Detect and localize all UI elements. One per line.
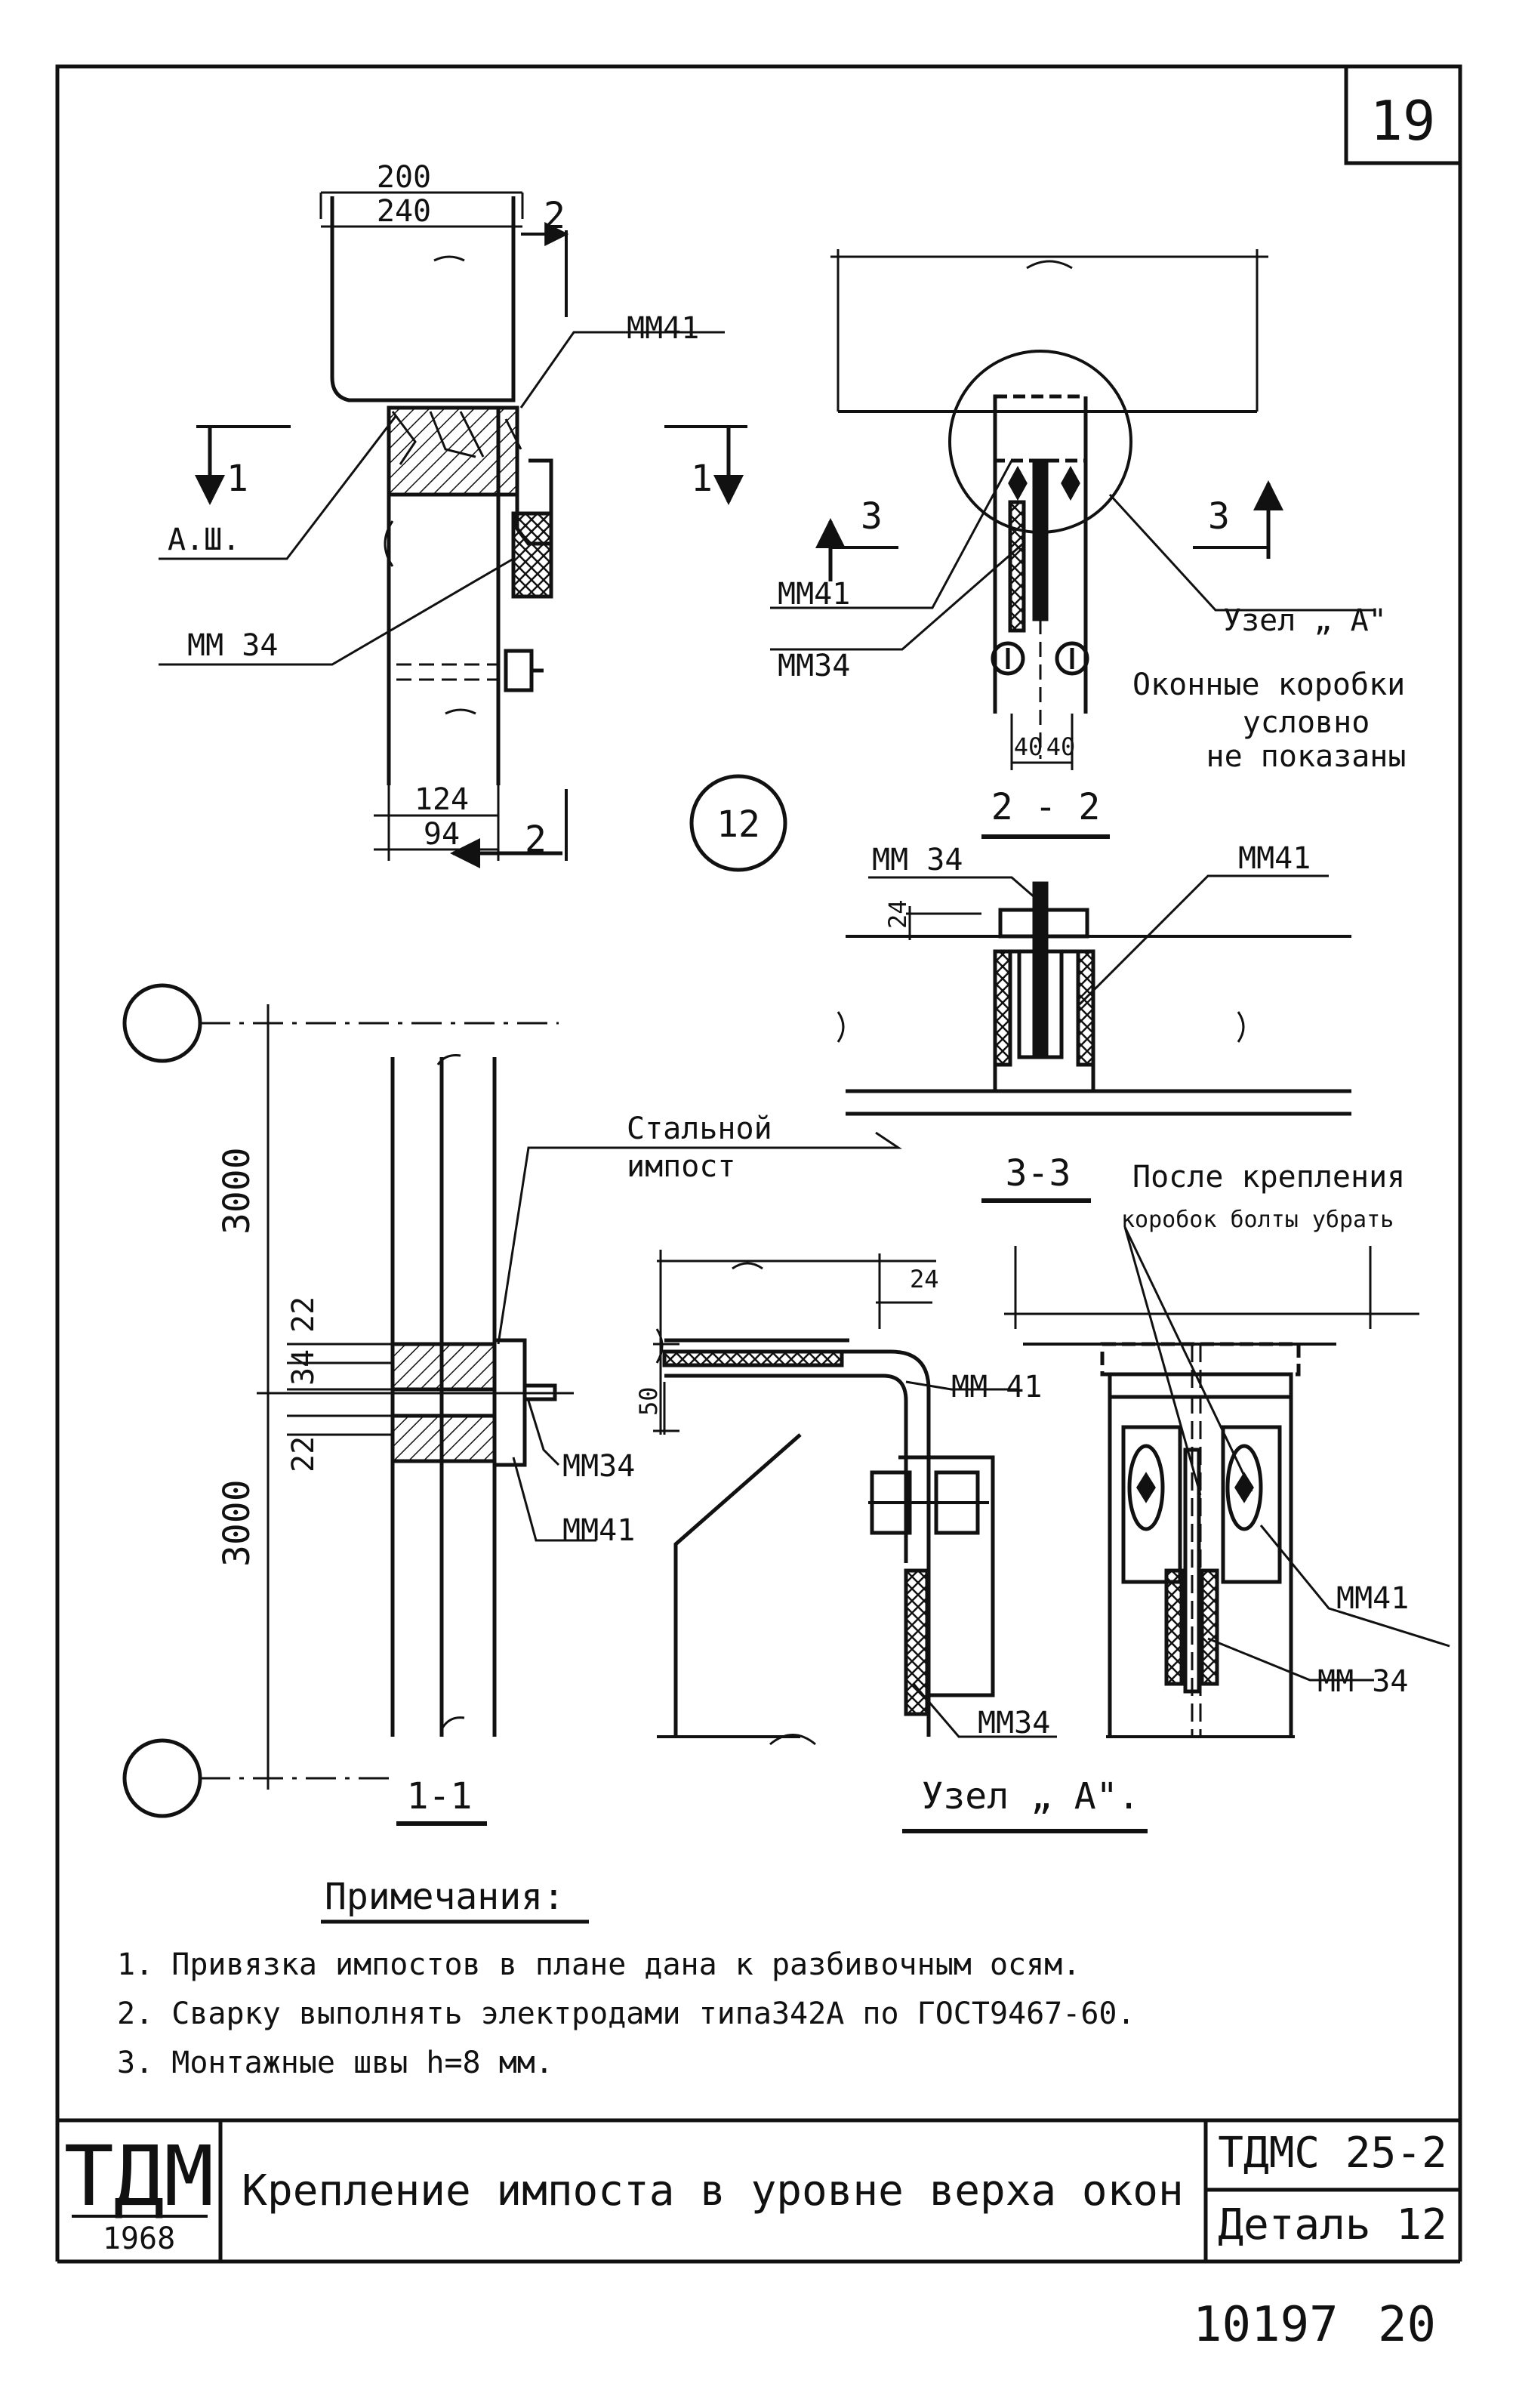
dim-24: 24 [883, 899, 912, 929]
node-a-drawing: 24 50 MM 41 MM34 MM41 MM 34 После крепле… [634, 1160, 1450, 1833]
sheet-frame [55, 64, 1462, 2264]
dim-3000-upper: 3000 [216, 1147, 258, 1235]
note-item-1: 1. Привязка импостов в плане дана к разб… [117, 1947, 1080, 1982]
stamp-code: ТДМС 25-2 [1218, 2129, 1447, 2178]
dim-40b: 40 [1046, 732, 1076, 761]
note-after-fastening-2: коробок болты убрать [1121, 1207, 1394, 1233]
dim-22-bottom: 22 [286, 1436, 321, 1472]
axis-bubble-bottom [122, 1738, 202, 1818]
section-1-1-title: 1-1 [407, 1775, 473, 1818]
label-mm41-right: MM41 [1336, 1581, 1409, 1616]
label-mm34: MM34 [778, 649, 850, 683]
label-mm34: MM34 [978, 1706, 1050, 1740]
stamp-title: Крепление импоста в уровне верха окон [242, 2166, 1183, 2215]
title-block: ТДМ 1968 Крепление импоста в уровне верх… [64, 2128, 1447, 2256]
axis-bubble-top [122, 983, 202, 1063]
label-mm41: MM41 [627, 311, 699, 346]
svg-text:12: 12 [716, 803, 760, 846]
section-3-3-drawing: MM 34 MM41 24 3-3 [837, 841, 1351, 1203]
dim-3000-lower: 3000 [216, 1479, 258, 1567]
dim-34: 34 [286, 1349, 321, 1386]
label-node-a: Узел „ A" [1223, 603, 1387, 638]
notes-heading: Примечания: [325, 1876, 565, 1918]
label-mm34: MM 34 [872, 843, 963, 877]
plan-detail-top-left: 200 240 2 MM41 А.Ш. MM 34 1 1 124 94 2 [159, 160, 747, 868]
section-2-2-title: 2 - 2 [991, 786, 1101, 828]
label-mm34: MM 34 [187, 628, 278, 663]
label-steel-impost-1: Стальной [627, 1112, 772, 1146]
sheet-number: 19 [1370, 89, 1436, 153]
dim-40a: 40 [1014, 732, 1043, 761]
label-mm41: MM 41 [951, 1370, 1042, 1404]
dim-124: 124 [414, 782, 469, 817]
section-2-2-drawing: 3 3 MM41 MM34 Узел „ A" Оконные коробки … [770, 249, 1407, 839]
label-mm34-right: MM 34 [1317, 1664, 1408, 1699]
stamp-year: 1968 [103, 2221, 175, 2256]
label-steel-impost-2: импост [627, 1149, 736, 1184]
section-2-top: 2 [544, 195, 565, 237]
stamp-logo: ТДМ [64, 2128, 214, 2225]
label-ash: А.Ш. [168, 523, 240, 557]
footer-page: 20 [1378, 2297, 1436, 2353]
section-2-bottom: 2 [525, 819, 547, 861]
dim-24: 24 [910, 1265, 939, 1293]
section-3-left: 3 [861, 495, 883, 538]
label-mm41: MM41 [1238, 841, 1311, 876]
section-3-right: 3 [1208, 495, 1230, 538]
note-window-frames-2: условно [1243, 705, 1370, 740]
dim-22-top: 22 [286, 1296, 321, 1333]
note-item-3: 3. Монтажные швы h=8 мм. [117, 2046, 553, 2080]
dim-200: 200 [377, 160, 431, 195]
note-after-fastening-1: После крепления [1132, 1160, 1405, 1195]
section-1-right: 1 [691, 458, 713, 500]
section-1-left: 1 [226, 458, 248, 500]
label-mm41: MM41 [562, 1513, 635, 1548]
note-window-frames-1: Оконные коробки [1132, 668, 1405, 702]
node-circle-12: 12 [689, 774, 787, 872]
footer-number: 10197 [1193, 2297, 1339, 2353]
section-1-1-drawing: 3000 3000 22 34 22 Стальной импост MM34 … [122, 983, 902, 1826]
dim-94: 94 [424, 817, 460, 852]
label-mm41: MM41 [778, 577, 850, 612]
label-mm34: MM34 [562, 1449, 635, 1484]
section-3-3-title: 3-3 [1006, 1152, 1071, 1195]
notes-block: Примечания: 1. Привязка импостов в плане… [117, 1876, 1135, 2080]
node-a-title: Узел „ A". [922, 1775, 1140, 1818]
note-item-2: 2. Сварку выполнять электродами типа342А… [117, 1996, 1135, 2031]
stamp-detail: Деталь 12 [1218, 2200, 1447, 2249]
note-window-frames-3: не показаны [1206, 739, 1407, 774]
dim-240: 240 [377, 194, 431, 229]
dim-50: 50 [634, 1386, 663, 1416]
